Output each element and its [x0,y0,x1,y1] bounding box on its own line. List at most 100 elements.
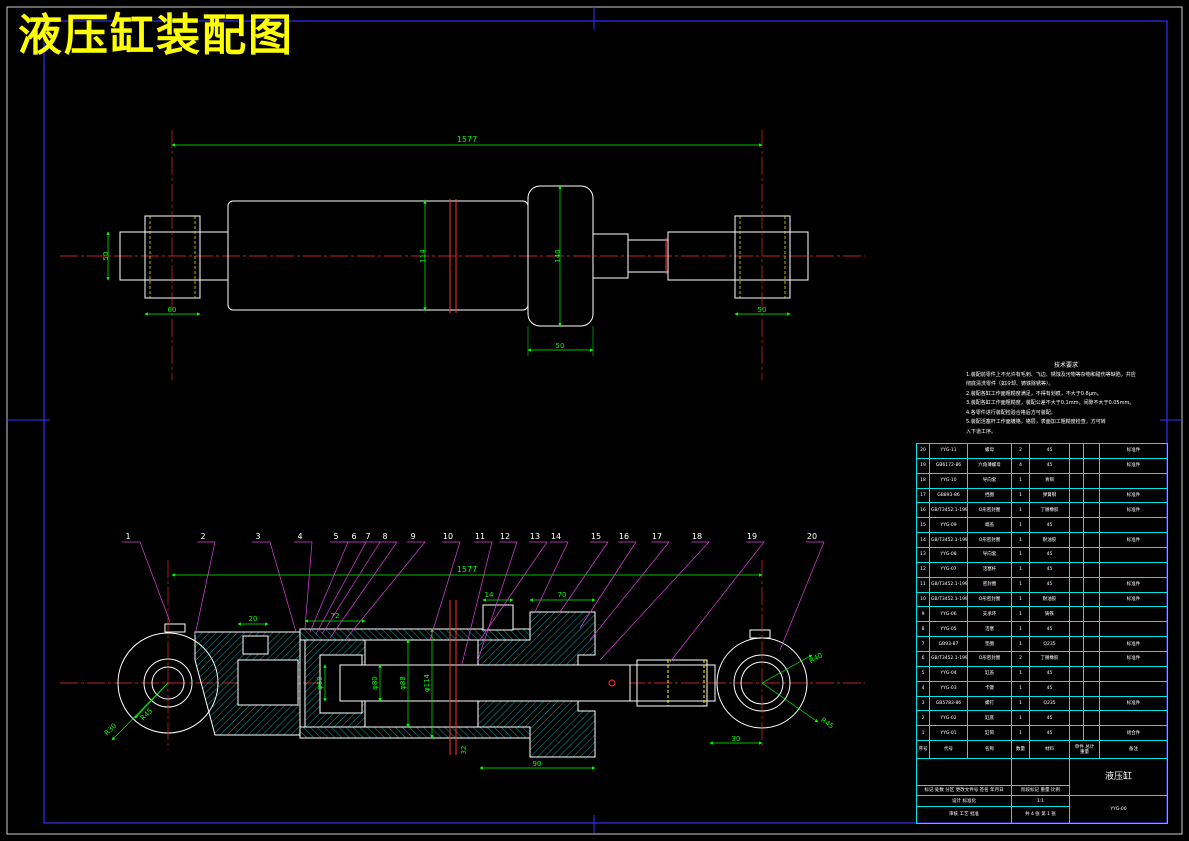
bom-cell-material: 45 [1029,457,1070,474]
bom-cell-name: 螺钉 [967,695,1012,712]
tech-req-line: 3.装配各缸工作面粗糙度，装配公差不大于0.1mm，间隙不大于0.05mm。 [966,400,1135,406]
dim-14: 14 [485,591,494,599]
dim-flange-diameter: 140 [554,249,562,262]
bom-cell-no: 15 [916,517,930,534]
bom-cell-total-weight [1083,576,1100,593]
bom-cell-material: 45 [1029,725,1070,742]
bom-cell-total-weight [1083,621,1100,638]
bom-cell-no: 3 [916,695,930,712]
balloon-label: 13 [530,532,540,541]
bom-cell-note: 标准件 [1099,532,1168,549]
tech-req-line: 彻底清洗零件（如冷却、铸铁除锈等）。 [966,381,1054,387]
bom-cell-qty: 1 [1011,547,1030,563]
bom-cell-qty: 4 [1011,457,1030,474]
bom-cell-no: 6 [916,651,930,667]
bom-cell-code: GB5783-86 [929,695,968,712]
bom-cell-total-weight [1083,561,1100,578]
bom-cell-name: 端盖 [967,517,1012,534]
barrel-wall-top [299,628,531,641]
bom-cell-note: 标准件 [1099,651,1168,667]
tb-row: 审核 工艺 批准 共 4 张 第 1 张 [916,805,1168,825]
tb-part-name: 液压缸 [1069,758,1168,797]
tb-design: 设计 标准化 [916,795,1012,807]
bom-cell-qty: 1 [1011,680,1030,697]
dim-72: 72 [331,612,340,620]
bom-cell-name: 活塞 [967,621,1012,638]
bom-cell-total-weight [1083,443,1100,459]
bom-cell-unit-weight [1069,547,1084,563]
balloon-label: 3 [255,532,260,541]
balloon-label: 14 [551,532,561,541]
bom-cell-name: 活塞杆 [967,561,1012,578]
bom-cell-no: 4 [916,680,930,697]
tb-label-count: 处数 [934,788,944,794]
balloon-leader [429,541,461,641]
dim-head-thickness: 60 [168,306,177,314]
dim-r45-right: R45 [819,716,835,730]
top-view: 1577 50 60 114 140 50 50 [60,130,865,380]
bom-cell-note [1099,665,1168,682]
balloon-leader [477,541,518,661]
bom-cell-total-weight [1083,651,1100,667]
bom-cell-no: 14 [916,532,930,549]
balloon-label: 5 [333,532,338,541]
bom-cell-qty: 1 [1011,621,1030,638]
tech-req-line: 入下道工序。 [966,428,997,435]
bom-cell-unit-weight [1069,651,1084,667]
technical-requirements: 技术要求 1.装配前零件上不允许有毛刺、飞边、锈蚀及污物等杂物和碰伤等缺陷，并应… [966,361,1166,437]
balloon-leader [779,541,825,651]
bom-cell-note: 标准件 [1099,695,1168,712]
bom-cell-unit-weight [1069,487,1084,504]
bom-cell-no: 12 [916,561,930,578]
bom-cell-code: GB/T3452.1-1992 [929,576,968,593]
bom-cell-qty: 1 [1011,725,1030,742]
balloon-label: 18 [692,532,702,541]
bom-cell-material: Q235 [1029,695,1070,712]
tb-label-design: 设计 [952,798,962,804]
tech-req-title: 技术要求 [1053,362,1078,369]
tb-label-scale: 比例 [1050,788,1060,794]
bom-cell-material: 铸铁 [1029,606,1070,623]
balloon-leader [329,541,398,639]
dim-bore-3: φ88 [399,676,407,690]
tb-review: 审核 工艺 批准 [916,805,1012,825]
bom-cell-qty: 1 [1011,561,1030,578]
balloon-label: 9 [410,532,415,541]
tb-label-approve: 批准 [969,812,979,818]
bom-header-material: 材料 [1029,740,1070,760]
bom-cell-note [1099,621,1168,638]
tb-label-standard: 标准化 [962,798,976,804]
bom-cell-unit-weight [1069,680,1084,697]
balloon-label: 16 [619,532,629,541]
bom-cell-total-weight [1083,591,1100,608]
bom-cell-note [1099,680,1168,697]
balloon-label: 10 [443,532,453,541]
bom-cell-material: 耐油胶 [1029,532,1070,549]
bom-cell-total-weight [1083,636,1100,653]
bom-cell-total-weight [1083,606,1100,623]
tb-label-change-doc: 更改文件号 [955,788,979,794]
bom-cell-total-weight [1083,547,1100,563]
bom-cell-qty: 1 [1011,710,1030,727]
bom-cell-name: 密封圈 [967,576,1012,593]
bom-cell-code: GB6172-86 [929,457,968,474]
bom-cell-code: YYG-08 [929,547,968,563]
bom-cell-code: GB893-86 [929,487,968,504]
tb-label-zone: 分区 [945,788,955,794]
bom-cell-total-weight [1083,710,1100,727]
bom-cell-total-weight [1083,725,1100,742]
bom-cell-code: YYG-11 [929,443,968,459]
bom-cell-material: 45 [1029,576,1070,593]
bom-cell-note: 标准件 [1099,576,1168,593]
bom-cell-code: GB/T3452.1-1992 [929,502,968,519]
bom-cell-no: 9 [916,606,930,623]
bom-cell-name: 支承环 [967,606,1012,623]
